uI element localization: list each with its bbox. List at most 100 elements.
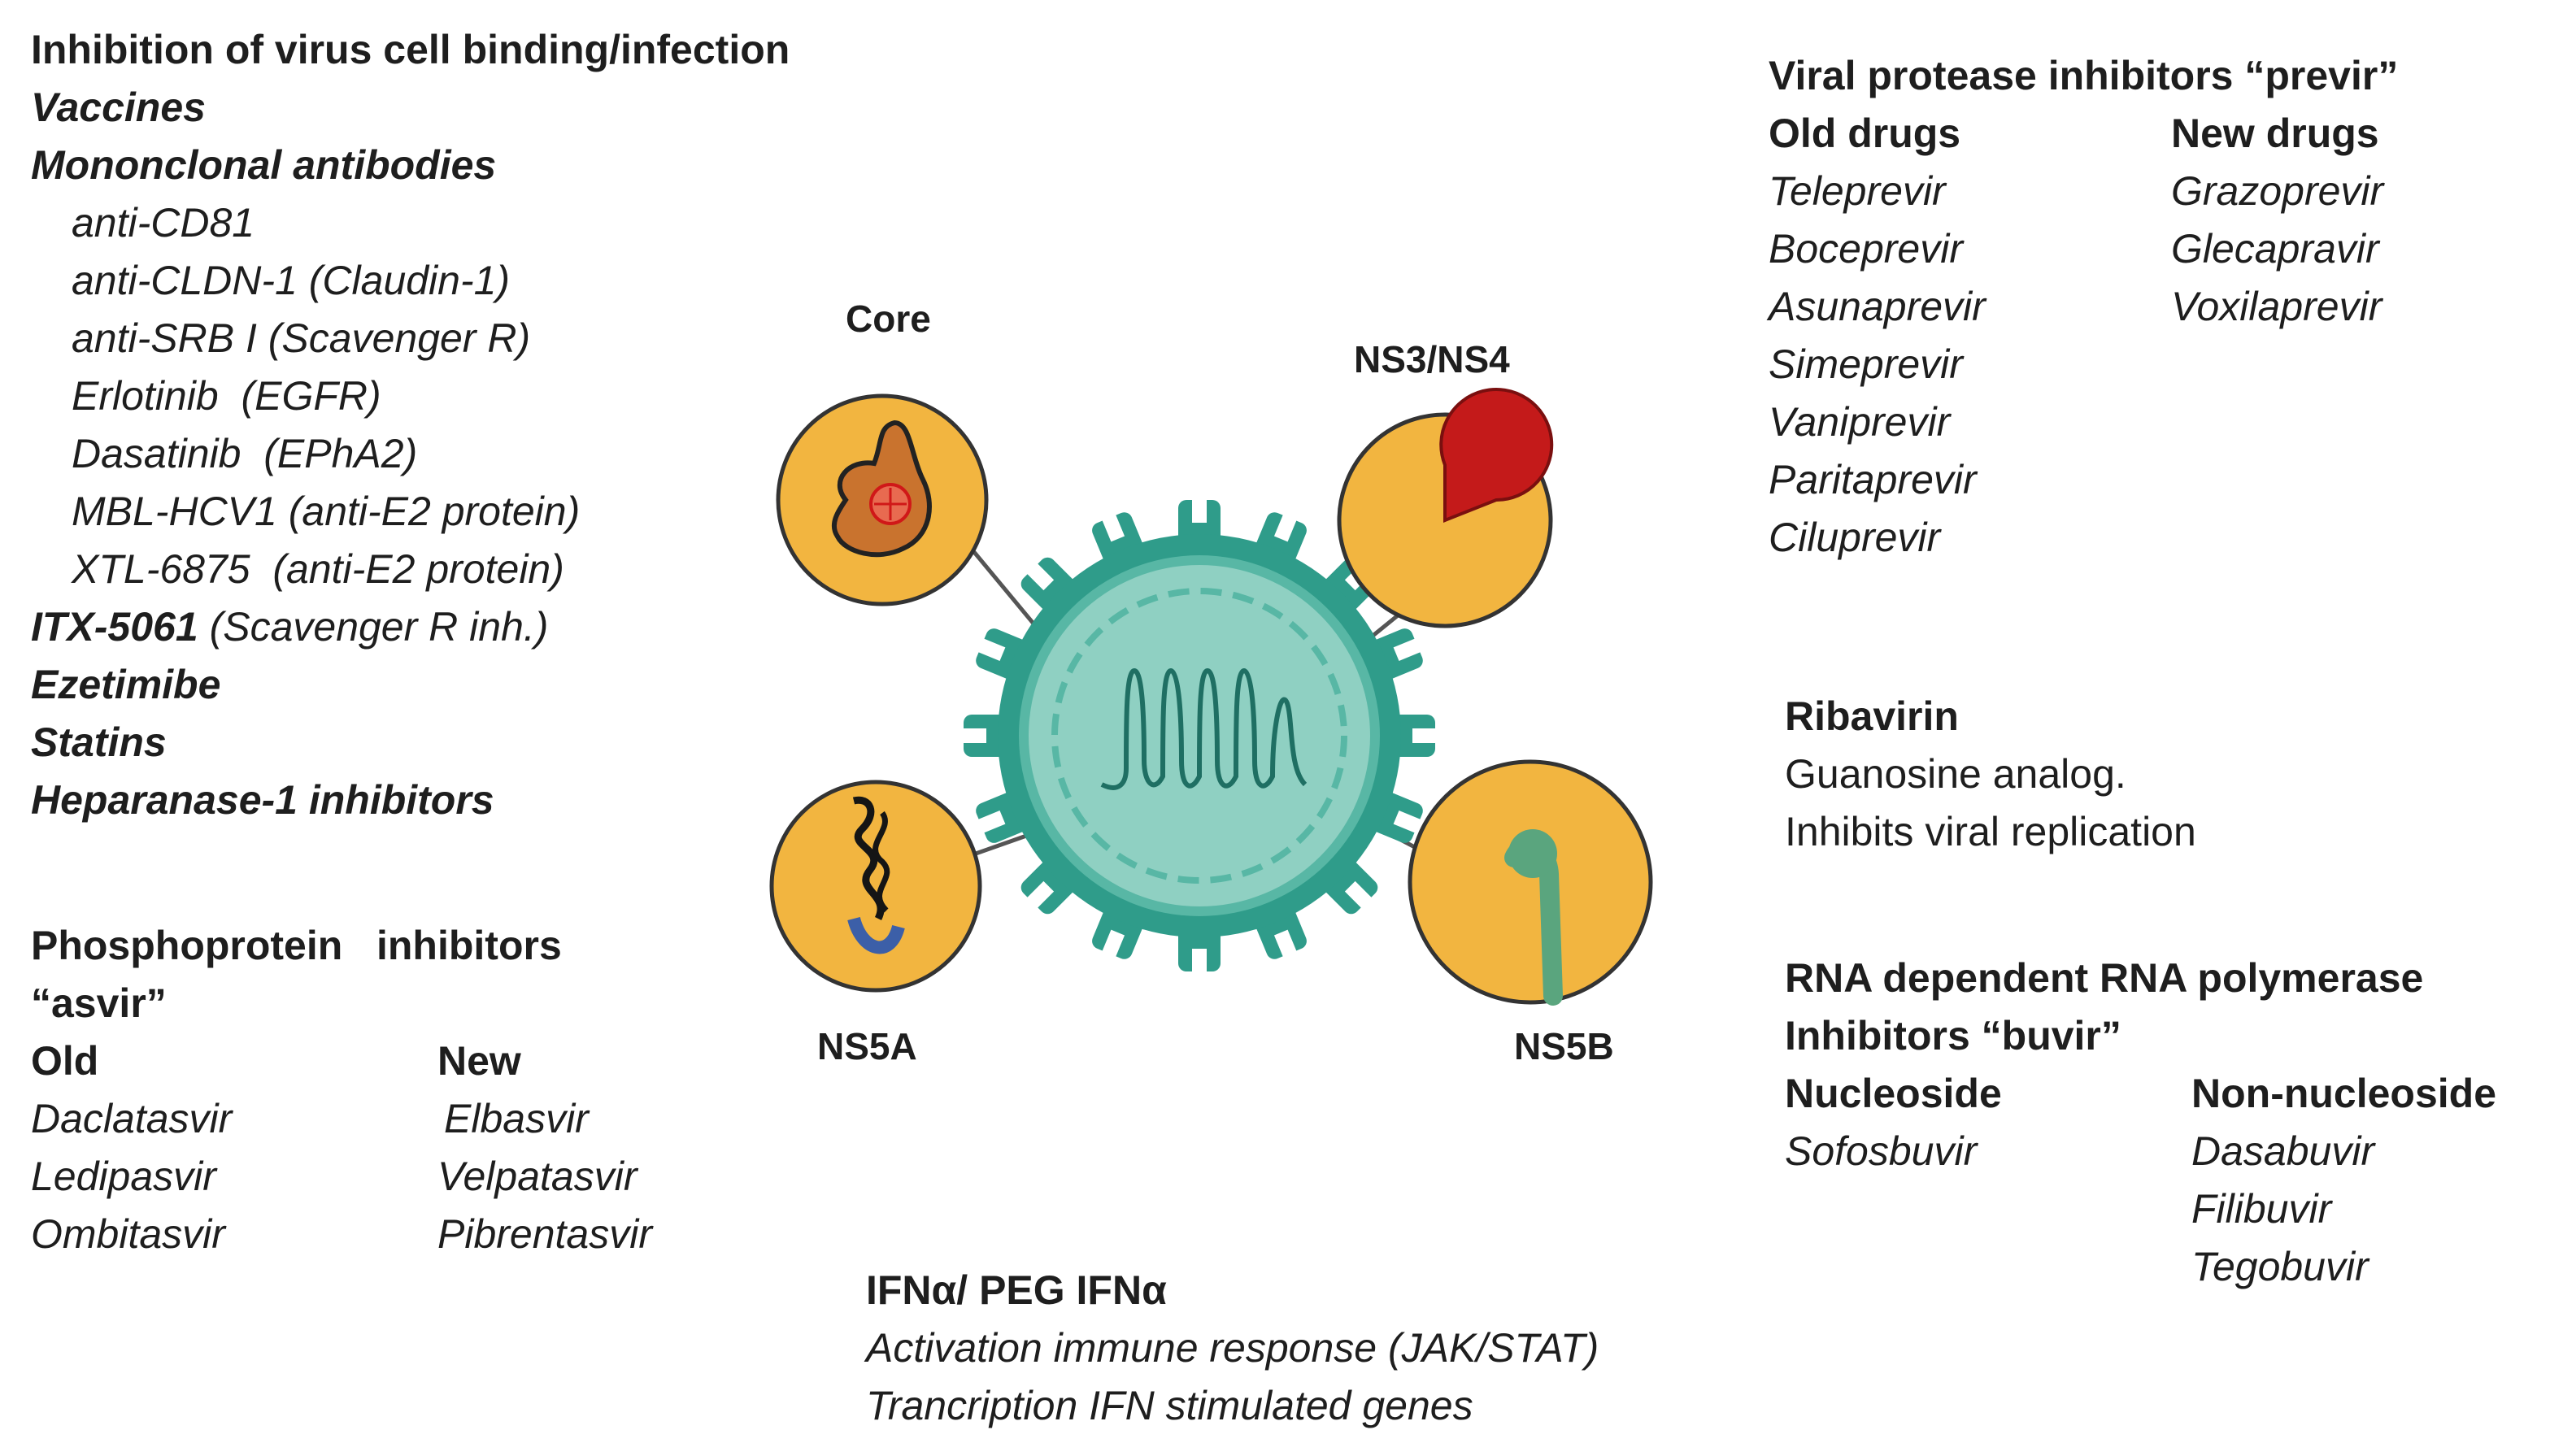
protease-old-item: Simeprevir xyxy=(1769,341,1963,387)
envelope-spike-notch xyxy=(1344,880,1373,909)
envelope-spike-notch xyxy=(1192,498,1207,523)
envelope-spike-notch xyxy=(1412,728,1437,743)
phospho-new-label: New xyxy=(437,1038,521,1084)
statins-label: Statins xyxy=(31,719,167,765)
envelope-spike-notch xyxy=(1101,929,1125,958)
protease-old-item: Teleprevir xyxy=(1769,168,1946,214)
protease-old-item: Paritaprevir xyxy=(1769,457,1977,502)
mab-target: (Scavenger R) xyxy=(268,315,531,361)
phospho-old-item: Daclatasvir xyxy=(31,1096,233,1141)
envelope-spike-notch xyxy=(1273,929,1298,958)
polymerase-heading: RNA dependent RNA polymerase xyxy=(1785,955,2424,1001)
mab-heading: Mononclonal antibodies xyxy=(31,142,497,188)
ezetimibe-label: Ezetimibe xyxy=(31,662,221,707)
mab-item: anti-CLDN-1 (Claudin-1) xyxy=(31,252,790,310)
envelope-spike-notch xyxy=(977,637,1006,662)
protease-section: Viral protease inhibitors “previr” Old d… xyxy=(1769,47,2398,567)
mab-name: XTL-6875 xyxy=(72,546,250,592)
protease-heading: Viral protease inhibitors “previr” xyxy=(1769,53,2399,98)
label-ns3: NS3/NS4 xyxy=(1354,338,1510,380)
envelope-spike-notch xyxy=(1273,513,1298,542)
phospho-suffix: “asvir” xyxy=(31,980,167,1026)
protease-old-item: Ciluprevir xyxy=(1769,515,1941,560)
phospho-heading-part2: inhibitors xyxy=(376,923,562,968)
mab-target: (anti-E2 protein) xyxy=(288,489,581,534)
mab-target: (EPhA2) xyxy=(263,431,418,476)
polymerase-nuc-column: Nucleoside Sofosbuvir xyxy=(1785,1065,2191,1296)
ns5a-protein: NS5A xyxy=(769,780,982,1067)
mab-name: anti-CLDN-1 xyxy=(72,258,298,303)
protease-new-label: New drugs xyxy=(2171,111,2379,156)
envelope-spike-notch xyxy=(962,728,986,743)
label-ns5b: NS5B xyxy=(1514,1025,1614,1067)
mab-item: XTL-6875 (anti-E2 protein) xyxy=(31,541,790,598)
itx-line: ITX-5061 (Scavenger R inh.) xyxy=(31,598,790,656)
phospho-new-item: Velpatasvir xyxy=(437,1154,637,1199)
label-core: Core xyxy=(846,298,931,340)
envelope-spike-notch xyxy=(1101,513,1125,542)
polymerase-nonnuc-item: Dasabuvir xyxy=(2191,1128,2375,1174)
envelope-spike-notch xyxy=(1026,563,1055,591)
protease-old-item: Asunaprevir xyxy=(1769,284,1986,329)
polymerase-nuc-label: Nucleoside xyxy=(1785,1071,2002,1116)
protease-columns: Old drugs Teleprevir Boceprevir Asunapre… xyxy=(1769,105,2398,567)
mab-target: (anti-E2 protein) xyxy=(272,546,564,592)
protease-new-column: New drugs Grazoprevir Glecapravir Voxila… xyxy=(2171,105,2383,567)
mab-target: (EGFR) xyxy=(241,373,381,419)
itx-target: (Scavenger R inh.) xyxy=(209,604,549,650)
phospho-heading: Phosphoprotein inhibitors xyxy=(31,917,652,975)
polymerase-nuc-item: Sofosbuvir xyxy=(1785,1128,1978,1174)
label-ns5a: NS5A xyxy=(817,1025,917,1067)
phospho-new-item: Elbasvir xyxy=(444,1096,589,1141)
ns3-protein: NS3/NS4 xyxy=(1337,338,1554,628)
ifn-line: Trancription IFN stimulated genes xyxy=(866,1383,1473,1428)
ns3-pacman-shape xyxy=(1439,388,1554,523)
phospho-new-item: Pibrentasvir xyxy=(437,1211,652,1257)
envelope-spike-notch xyxy=(1393,810,1422,834)
itx-name: ITX-5061 xyxy=(31,604,198,650)
virus-particle xyxy=(962,498,1437,973)
polymerase-nonnuc-label: Non-nucleoside xyxy=(2191,1071,2497,1116)
mab-item: MBL-HCV1 (anti-E2 protein) xyxy=(31,483,790,541)
ribavirin-section: Ribavirin Guanosine analog. Inhibits vir… xyxy=(1785,688,2196,861)
ns5b-protein: NS5B xyxy=(1408,759,1653,1067)
ribavirin-line: Inhibits viral replication xyxy=(1785,809,2196,854)
ns5b-circle xyxy=(1408,759,1653,1005)
mab-name: Erlotinib xyxy=(72,373,219,419)
ifn-line: Activation immune response (JAK/STAT) xyxy=(866,1325,1599,1371)
heparanase-label: Heparanase-1 inhibitors xyxy=(31,777,494,823)
mab-list: anti-CD81 anti-CLDN-1 (Claudin-1) anti-S… xyxy=(31,194,790,598)
mab-item: Dasatinib (EPhA2) xyxy=(31,425,790,483)
mab-name: anti-SRB I xyxy=(72,315,257,361)
mab-item: anti-SRB I (Scavenger R) xyxy=(31,310,790,367)
polymerase-suffix: Inhibitors “buvir” xyxy=(1785,1013,2121,1058)
ns5a-strand-2 xyxy=(872,811,890,913)
mab-name: Dasatinib xyxy=(72,431,242,476)
polymerase-columns: Nucleoside Sofosbuvir Non-nucleoside Das… xyxy=(1785,1065,2496,1296)
phospho-old-item: Ombitasvir xyxy=(31,1211,225,1257)
phospho-columns: Old Daclatasvir Ledipasvir Ombitasvir Ne… xyxy=(31,1032,652,1263)
envelope-spike-notch xyxy=(1393,637,1422,662)
ns5a-strand xyxy=(852,796,885,921)
phospho-heading-part1: Phosphoprotein xyxy=(31,923,343,968)
polymerase-nonnuc-item: Tegobuvir xyxy=(2191,1244,2369,1289)
ns5b-head xyxy=(1508,829,1557,878)
ns5a-circle xyxy=(769,780,982,993)
phospho-old-label: Old xyxy=(31,1038,99,1084)
entry-inhibitors-section: Inhibition of virus cell binding/infecti… xyxy=(31,21,790,829)
protease-old-item: Boceprevir xyxy=(1769,226,1963,272)
entry-heading: Inhibition of virus cell binding/infecti… xyxy=(31,27,790,72)
core-protein: Core xyxy=(776,298,989,606)
rna-genome xyxy=(1100,667,1308,790)
mab-item: anti-CD81 xyxy=(31,194,790,252)
protease-new-item: Voxilaprevir xyxy=(2171,284,2382,329)
phosphoprotein-section: Phosphoprotein inhibitors “asvir” Old Da… xyxy=(31,917,652,1263)
protease-new-item: Glecapravir xyxy=(2171,226,2379,272)
polymerase-nonnuc-column: Non-nucleoside Dasabuvir Filibuvir Tegob… xyxy=(2191,1065,2496,1296)
protease-new-item: Grazoprevir xyxy=(2171,168,2384,214)
phospho-new-column: New Elbasvir Velpatasvir Pibrentasvir xyxy=(437,1032,652,1263)
mab-name: MBL-HCV1 xyxy=(72,489,277,534)
mab-item: Erlotinib (EGFR) xyxy=(31,367,790,425)
ns5a-blue-tail xyxy=(847,916,905,954)
